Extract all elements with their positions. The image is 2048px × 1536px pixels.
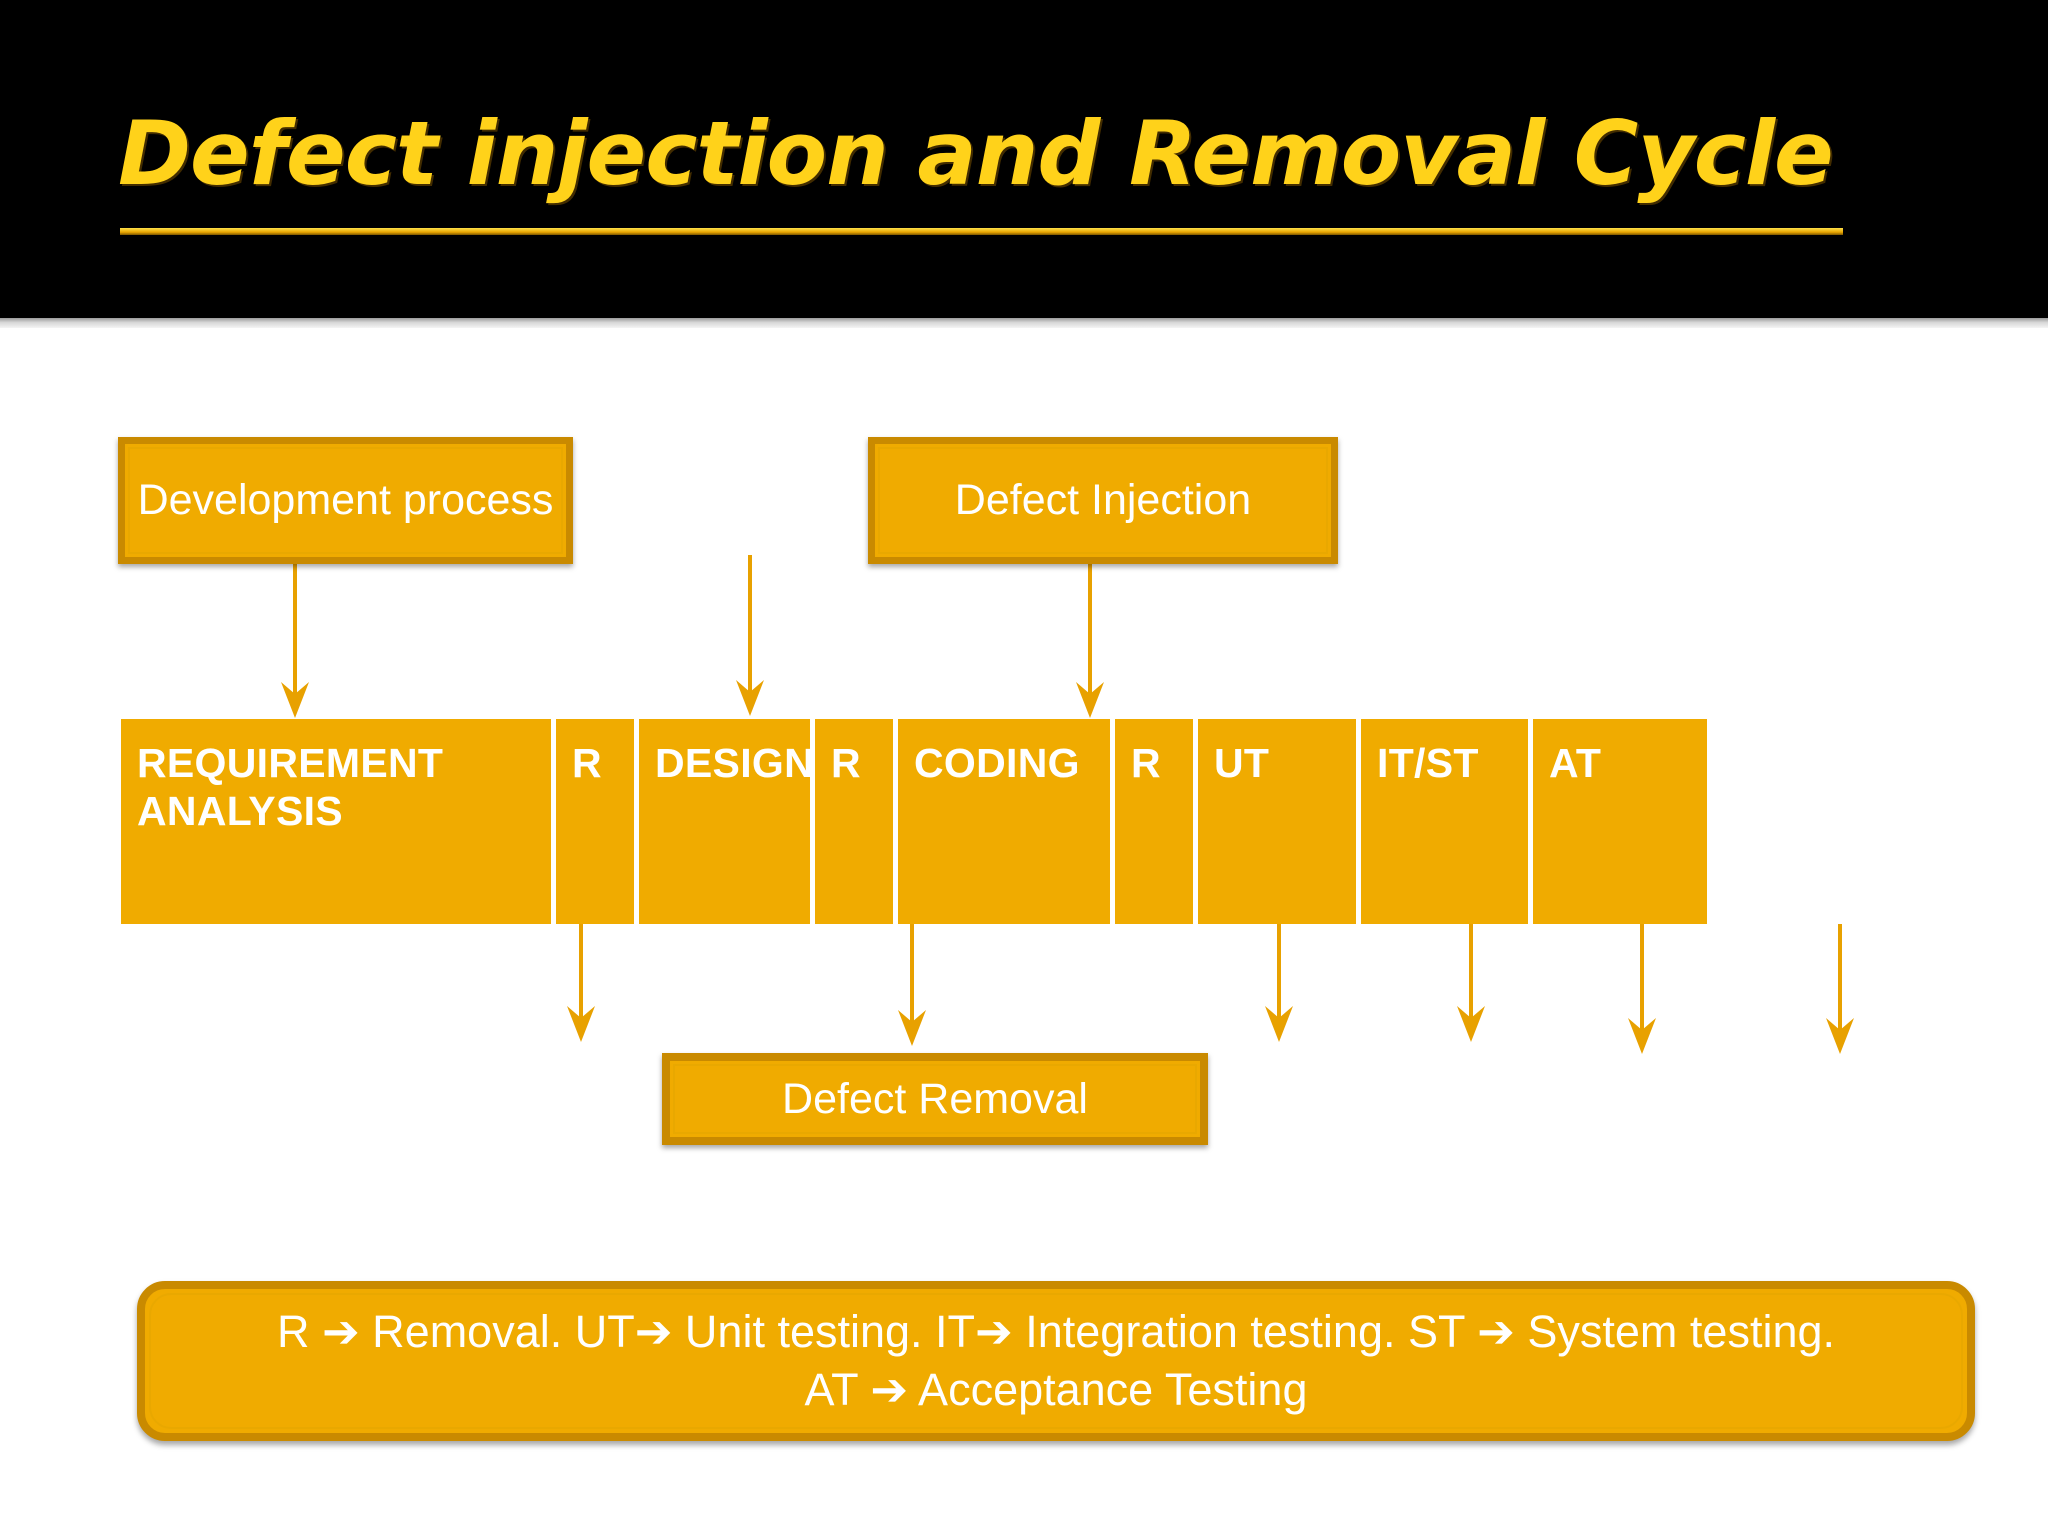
arrow-removal-from-r3: [1265, 924, 1293, 1042]
legend-line-1: R ➔ Removal. UT➔ Unit testing. IT➔ Integ…: [276, 1306, 1836, 1358]
legend-text: R ➔ Removal. UT➔ Unit testing. IT➔ Integ…: [277, 1303, 1835, 1418]
arrow-removal-from-r1: [567, 924, 595, 1042]
page-title: Defect injection and Removal Cycle: [118, 102, 1834, 205]
phase-cell-requirement-analysis[interactable]: REQUIREMENT ANALYSIS: [121, 719, 551, 924]
arrow-removal-from-at: [1826, 924, 1854, 1054]
phase-cell-design[interactable]: DESIGN: [639, 719, 810, 924]
phase-cell-acceptance-testing[interactable]: AT: [1533, 719, 1707, 924]
phase-cell-integration-system-testing[interactable]: IT/ST: [1361, 719, 1528, 924]
legend-line-2: AT ➔ Acceptance Testing: [804, 1364, 1308, 1415]
callout-development-process: Development process: [118, 437, 573, 564]
title-divider: [0, 318, 2048, 328]
callout-defect-injection: Defect Injection: [868, 437, 1338, 564]
callout-defect-removal: Defect Removal: [662, 1053, 1208, 1145]
lifecycle-phase-row: REQUIREMENT ANALYSIS R DESIGN R CODING R…: [121, 719, 1980, 924]
callout-defect-injection-label: Defect Injection: [954, 476, 1252, 525]
arrow-injection-to-coding: [1076, 560, 1104, 718]
arrow-removal-from-r2: [898, 924, 926, 1046]
legend-box: R ➔ Removal. UT➔ Unit testing. IT➔ Integ…: [137, 1281, 1975, 1441]
callout-development-process-label: Development process: [137, 476, 554, 525]
phase-cell-coding[interactable]: CODING: [898, 719, 1110, 924]
callout-defect-removal-label: Defect Removal: [782, 1074, 1088, 1123]
arrow-injection-to-design: [736, 555, 764, 716]
phase-cell-unit-testing[interactable]: UT: [1198, 719, 1356, 924]
phase-cell-removal-3[interactable]: R: [1115, 719, 1193, 924]
phase-cell-removal-1[interactable]: R: [556, 719, 634, 924]
arrow-removal-from-ut: [1457, 924, 1485, 1042]
title-bar: Defect injection and Removal Cycle: [0, 0, 2048, 318]
title-underline: [120, 228, 1843, 235]
arrow-removal-from-itst: [1628, 924, 1656, 1054]
phase-cell-removal-2[interactable]: R: [815, 719, 893, 924]
arrow-development-to-requirements: [281, 560, 309, 718]
